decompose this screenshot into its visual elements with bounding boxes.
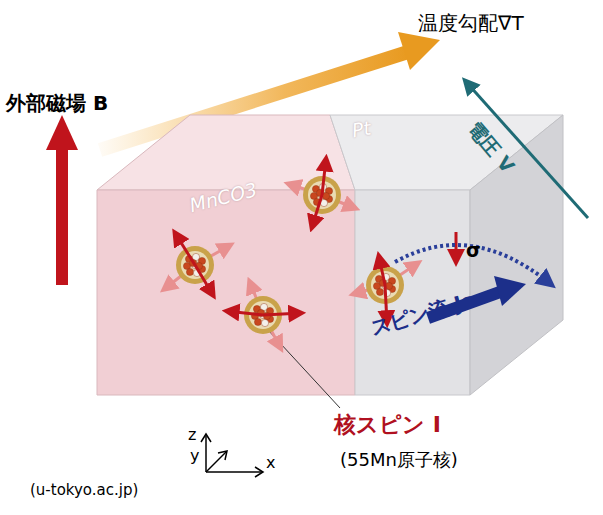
gradient-label: 温度勾配∇T — [418, 12, 524, 35]
nucleus-note: (55Mn原子核) — [340, 450, 458, 471]
sigma-label: σ — [466, 240, 481, 262]
spin-arrow — [313, 195, 322, 224]
material-label: MnCO3 — [187, 179, 259, 217]
mnco3-block: MnCO3 — [97, 115, 330, 395]
spin-arrow — [231, 311, 263, 315]
axis-label: x — [266, 454, 275, 472]
nucleon — [376, 288, 383, 295]
axis-label: z — [188, 426, 196, 444]
source-note: (u-tokyo.ac.jp) — [30, 482, 138, 499]
nucleon — [186, 268, 193, 275]
nucleon — [254, 318, 261, 325]
nucleon — [261, 319, 268, 326]
nuclear-spin-label: 核スピン I — [334, 412, 441, 437]
spin-arrow — [177, 236, 195, 265]
spin-arrow — [322, 163, 326, 195]
spin-arrow — [380, 260, 385, 285]
material-label: Pt — [350, 118, 372, 143]
mnco3-front-face — [97, 190, 355, 395]
field-arrow — [56, 145, 68, 285]
field-label: 外部磁場 B — [6, 92, 108, 115]
axis-label: y — [190, 447, 199, 465]
pt-block: Pt — [330, 115, 563, 395]
spin-arrow — [195, 265, 211, 292]
axes — [201, 434, 263, 477]
field-arrowhead — [46, 115, 78, 150]
gradient-arrowhead — [398, 32, 440, 70]
spin-arrow — [263, 313, 297, 315]
spin-current-arrowhead — [494, 276, 526, 306]
